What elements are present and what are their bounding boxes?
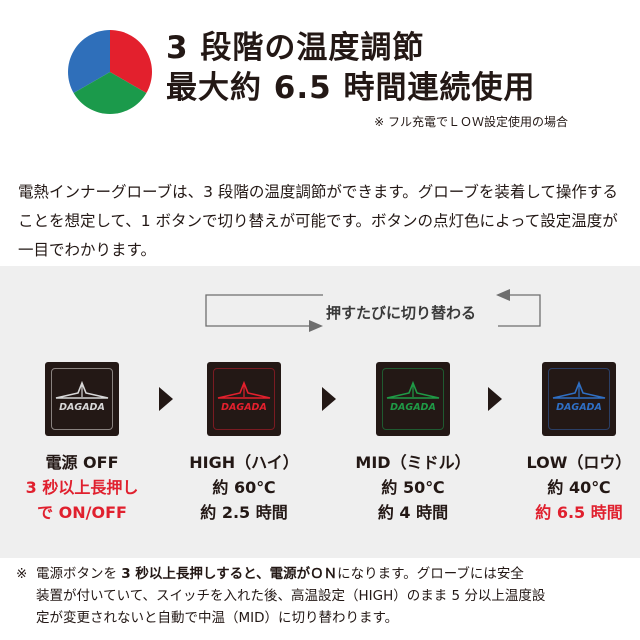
cycle-arrows-icon bbox=[205, 289, 541, 332]
stage-high: DAGADA HIGH（ハイ） 約 60℃ 約 2.5 時間 bbox=[169, 362, 319, 525]
stage-high-temp: 約 60℃ bbox=[212, 478, 276, 497]
next-arrow-icon bbox=[159, 387, 173, 411]
svg-text:DAGADA: DAGADA bbox=[556, 402, 602, 413]
button-low-illustration: DAGADA bbox=[542, 362, 616, 436]
stage-off-line1: 3 秒以上長押し bbox=[25, 478, 139, 497]
stage-mid-title: MID（ミドル） bbox=[355, 453, 471, 472]
stage-low-duration: 約 6.5 時間 bbox=[535, 503, 623, 522]
stage-low-temp: 約 40℃ bbox=[547, 478, 611, 497]
note-text-2: になります。グローブには安全 bbox=[337, 566, 524, 582]
note-text-1: 電源ボタンを bbox=[36, 566, 122, 582]
stage-low-title: LOW（ロウ） bbox=[526, 453, 632, 472]
headline-footnote: ※ フル充電でＬＯＷ設定使用の場合 bbox=[374, 115, 568, 129]
cycle-label: 押すたびに切り替わる bbox=[326, 304, 477, 322]
intro-paragraph: 電熱インナーグローブは、3 段階の温度調節ができます。グローブを装着して操作する… bbox=[18, 183, 618, 259]
note-mark: ※ bbox=[16, 566, 28, 582]
dagada-logo-icon: DAGADA bbox=[552, 381, 606, 413]
dagada-logo-icon: DAGADA bbox=[217, 381, 271, 413]
button-off-illustration: DAGADA bbox=[45, 362, 119, 436]
headline: 3 段階の温度調節 最大約 6.5 時間連続使用 bbox=[166, 28, 536, 108]
three-color-pie-icon bbox=[68, 30, 152, 114]
stage-off: DAGADA 電源 OFF 3 秒以上長押し で ON/OFF bbox=[7, 362, 157, 525]
next-arrow-icon bbox=[322, 387, 336, 411]
headline-line1: 3 段階の温度調節 bbox=[166, 30, 425, 66]
stage-mid: DAGADA MID（ミドル） 約 50℃ 約 4 時間 bbox=[338, 362, 488, 525]
headline-line2: 最大約 6.5 時間連続使用 bbox=[166, 70, 536, 106]
next-arrow-icon bbox=[488, 387, 502, 411]
safety-note: ※電源ボタンを 3 秒以上長押しすると、電源がＯＮになります。グローブには安全 … bbox=[16, 563, 636, 629]
stage-high-duration: 約 2.5 時間 bbox=[200, 503, 288, 522]
dagada-logo-icon: DAGADA bbox=[386, 381, 440, 413]
button-mid-illustration: DAGADA bbox=[376, 362, 450, 436]
svg-text:DAGADA: DAGADA bbox=[59, 402, 105, 413]
stage-high-title: HIGH（ハイ） bbox=[189, 453, 299, 472]
stage-low: DAGADA LOW（ロウ） 約 40℃ 約 6.5 時間 bbox=[504, 362, 640, 525]
dagada-logo-icon: DAGADA bbox=[55, 381, 109, 413]
svg-text:DAGADA: DAGADA bbox=[221, 402, 267, 413]
svg-text:DAGADA: DAGADA bbox=[390, 402, 436, 413]
button-high-illustration: DAGADA bbox=[207, 362, 281, 436]
stage-mid-duration: 約 4 時間 bbox=[377, 503, 449, 522]
note-line-2: 装置が付いていて、スイッチを入れた後、高温設定（HIGH）のまま 5 分以上温度… bbox=[36, 588, 546, 604]
mode-cycle-panel: 押すたびに切り替わる DAGADA 電源 OFF 3 秒以上長押し で ON/O… bbox=[0, 266, 640, 558]
stage-off-title: 電源 OFF bbox=[45, 453, 119, 472]
stage-mid-temp: 約 50℃ bbox=[381, 478, 445, 497]
note-bold: 3 秒以上長押しすると、電源がＯＮ bbox=[121, 566, 338, 582]
stage-off-line2: で ON/OFF bbox=[37, 503, 127, 522]
note-line-3: 定が変更されないと自動で中温（MID）に切り替わります。 bbox=[36, 610, 399, 626]
